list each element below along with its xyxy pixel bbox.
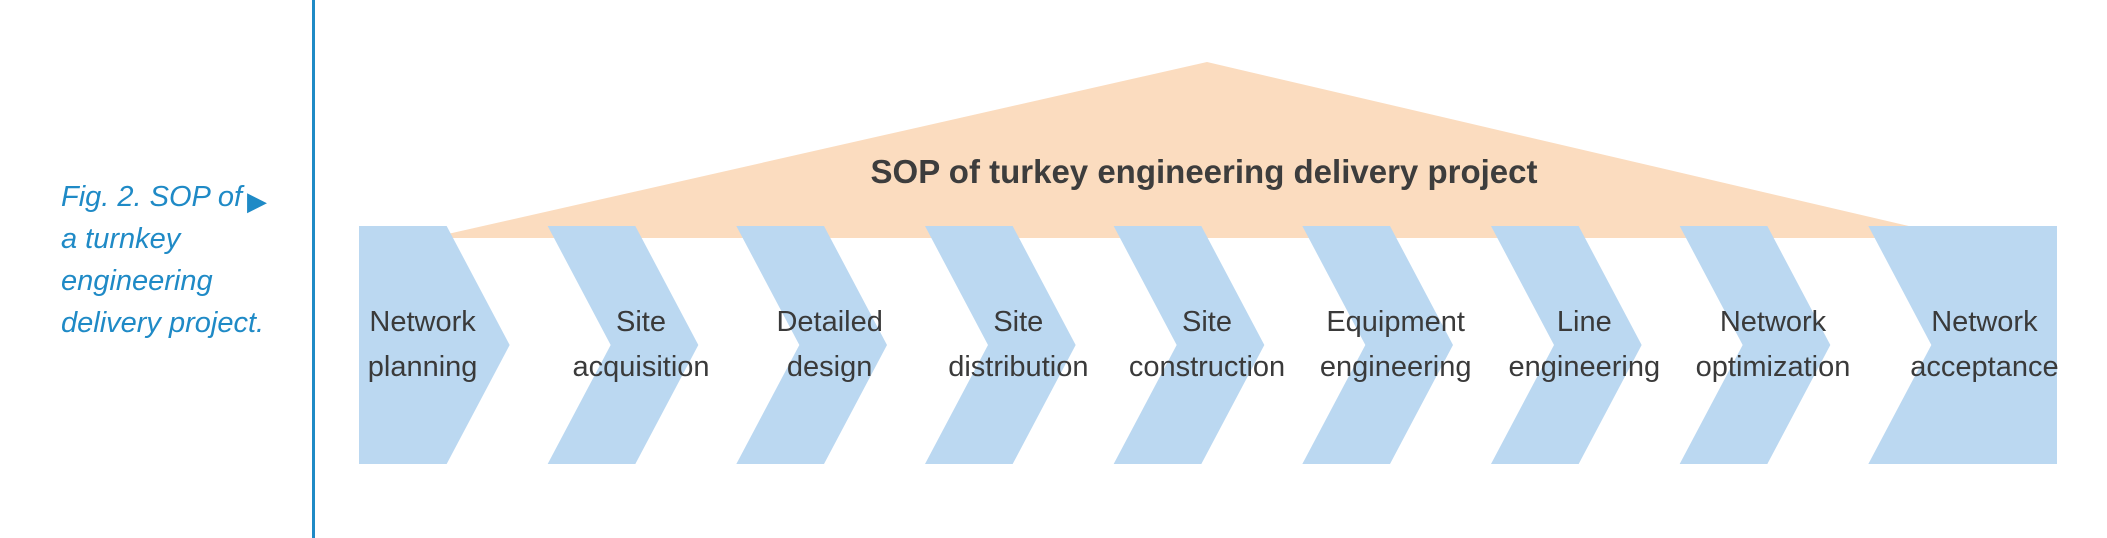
roof-triangle xyxy=(430,62,1960,238)
step-label-line2: design xyxy=(787,351,872,383)
step-chevron xyxy=(925,226,1076,464)
step-label-line2: planning xyxy=(368,351,478,383)
play-triangle-icon: ▶ xyxy=(247,186,267,216)
step-chevron xyxy=(547,226,699,464)
step-label-line2: acquisition xyxy=(572,351,709,383)
step-label-line1: Line xyxy=(1557,306,1612,338)
step-label-line2: distribution xyxy=(948,351,1088,383)
caption-line-1: Fig. 2. SOP of xyxy=(61,181,243,213)
caption-line-3: engineering xyxy=(61,265,213,297)
step-chevron xyxy=(1491,226,1642,464)
step-chevron xyxy=(1113,226,1265,464)
caption-line-4: delivery project. xyxy=(61,307,265,339)
step-label-line1: Network xyxy=(1720,306,1827,338)
step-chevron xyxy=(1679,226,1831,464)
step-label-line2: engineering xyxy=(1509,351,1661,383)
process-steps: Network planning Site acquisition Detailed de… xyxy=(359,226,2059,464)
step-label-line1: Site xyxy=(993,306,1043,338)
step-label-line1: Site xyxy=(616,306,666,338)
step-label-line1: Network xyxy=(1931,306,2038,338)
step-label-line1: Site xyxy=(1182,306,1232,338)
roof-title: SOP of turkey engineering delivery proje… xyxy=(871,153,1538,190)
step-label-line1: Equipment xyxy=(1326,306,1465,338)
step-label-line2: acceptance xyxy=(1910,351,2058,383)
step-chevron xyxy=(736,226,887,464)
caption-line-2: a turnkey xyxy=(61,223,181,255)
step-chevron xyxy=(1868,226,2057,464)
vertical-divider xyxy=(312,0,315,538)
step-label-line1: Network xyxy=(369,306,476,338)
step-label-line2: construction xyxy=(1129,351,1285,383)
step-chevron xyxy=(1302,226,1453,464)
step-label-line2: optimization xyxy=(1696,351,1851,383)
step-label-line1: Detailed xyxy=(776,306,882,338)
figure-caption: ▶ Fig. 2. SOP of a turnkey engineering d… xyxy=(61,176,291,344)
step-label-line2: engineering xyxy=(1320,351,1472,383)
step-chevron xyxy=(359,226,510,464)
